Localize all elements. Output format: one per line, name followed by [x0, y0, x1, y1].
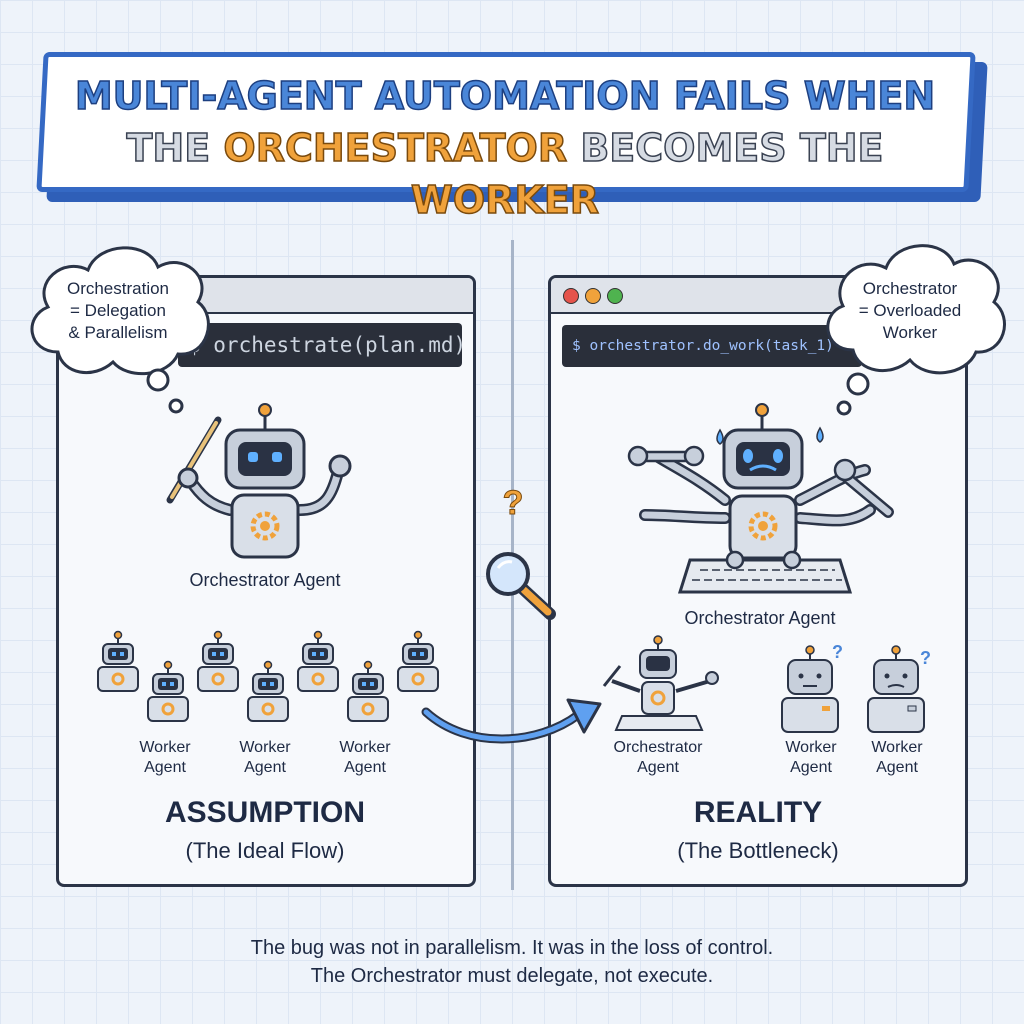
reality-robots-group: ? ?: [602, 635, 931, 733]
small-orchestrator-robot-icon: [602, 635, 719, 731]
close-dot-icon: [563, 288, 579, 304]
left-thought-cloud-icon: [30, 246, 210, 414]
left-command-terminal: $ orchestrate(plan.md): [178, 323, 466, 367]
worker-robot-icon: [197, 630, 239, 692]
page-title: MULTI-AGENT AUTOMATION FAILS WHEN THE OR…: [40, 70, 970, 226]
svg-text:?: ?: [920, 648, 931, 668]
worker-robot-icon: [347, 660, 389, 722]
idle-worker-robot-icon: ?: [867, 645, 931, 733]
magnifying-glass-icon: [486, 552, 556, 620]
right-orchestrator-label: Orchestrator Agent: [684, 608, 836, 628]
footer-caption: The bug was not in parallelism. It was i…: [100, 934, 924, 990]
curved-arrow-icon: [421, 698, 602, 744]
right-thought-cloud-icon: [826, 244, 1006, 416]
maximize-dot-icon: [607, 288, 623, 304]
worker-robot-icon: [297, 630, 339, 692]
conductor-robot-icon: [166, 403, 352, 559]
overloaded-robot-icon: [627, 403, 894, 594]
worker-robot-icon: [397, 630, 439, 692]
title-line-2: THE ORCHESTRATOR BECOMES THE WORKER: [126, 125, 885, 223]
left-orchestrator-label: Orchestrator Agent: [189, 570, 341, 590]
footer-line-1: The bug was not in parallelism. It was i…: [250, 937, 774, 959]
worker-robot-icon: [247, 660, 289, 722]
right-command-text: $ orchestrator.do_work(task_1) ...: [572, 338, 869, 354]
right-thought-text: Orchestrator = Overloaded Worker: [858, 279, 962, 342]
title-line-1: MULTI-AGENT AUTOMATION FAILS WHEN: [74, 73, 936, 119]
right-command-terminal: $ orchestrator.do_work(task_1) ...: [562, 325, 869, 367]
idle-worker-robot-icon: ?: [781, 642, 843, 733]
question-mark-icon: ?: [502, 484, 524, 523]
reality-subheading: (The Bottleneck): [677, 838, 839, 863]
footer-line-2: The Orchestrator must delegate, not exec…: [310, 965, 714, 987]
left-command-text: $ orchestrate(plan.md): [188, 333, 467, 357]
worker-robots-group: [97, 630, 439, 722]
assumption-subheading: (The Ideal Flow): [185, 838, 345, 863]
title-banner: MULTI-AGENT AUTOMATION FAILS WHEN THE OR…: [36, 52, 988, 223]
worker-robot-icon: [147, 660, 189, 722]
title-worker: WORKER: [410, 177, 600, 223]
worker-robot-icon: [97, 630, 139, 692]
svg-text:?: ?: [832, 642, 843, 662]
reality-heading: REALITY: [693, 796, 823, 829]
minimize-dot-icon: [585, 288, 601, 304]
title-orchestrator: ORCHESTRATOR: [223, 125, 568, 171]
assumption-heading: ASSUMPTION: [164, 796, 365, 829]
left-thought-text: Orchestration = Delegation & Parallelism: [66, 279, 170, 342]
